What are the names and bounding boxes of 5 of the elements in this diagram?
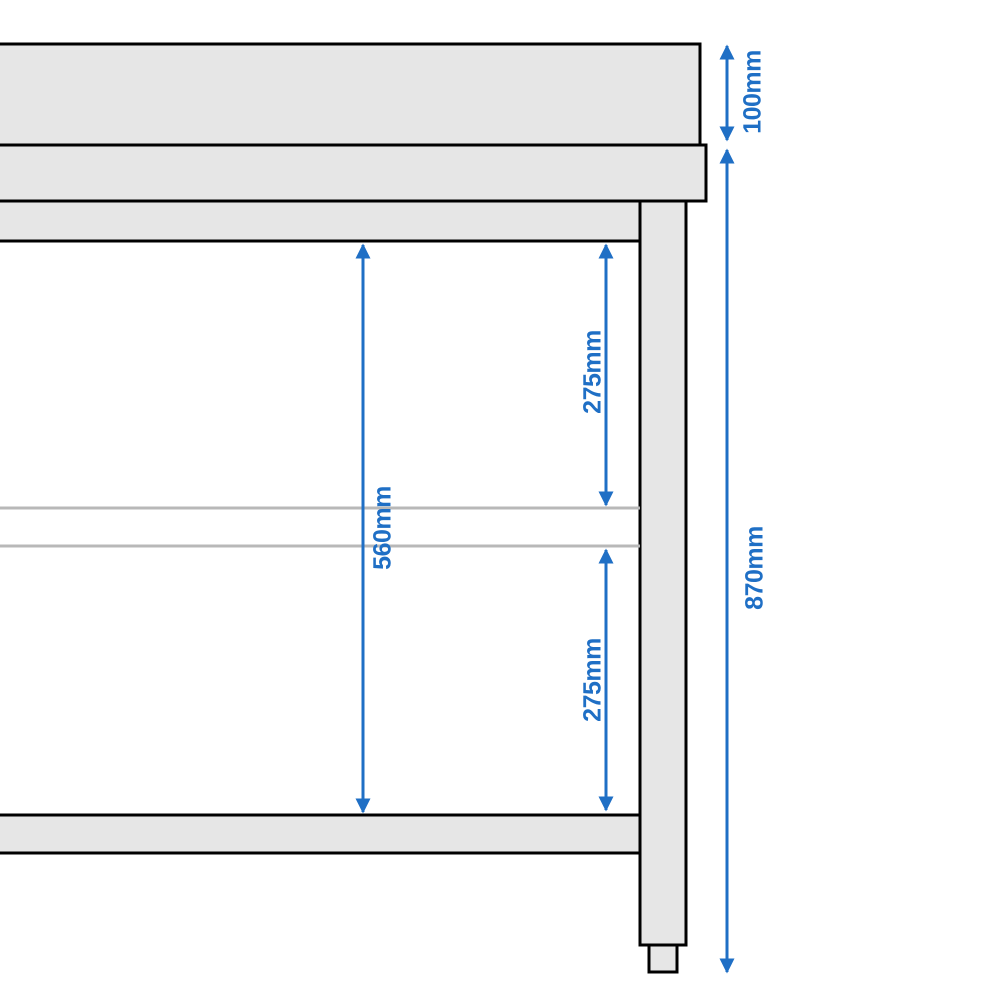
dimension-label: 275mm xyxy=(580,638,606,722)
dimension-label: 870mm xyxy=(742,526,768,610)
dimension-label: 100mm xyxy=(740,50,766,134)
dimension-label: 560mm xyxy=(370,486,396,570)
dimension-label: 275mm xyxy=(580,330,606,414)
